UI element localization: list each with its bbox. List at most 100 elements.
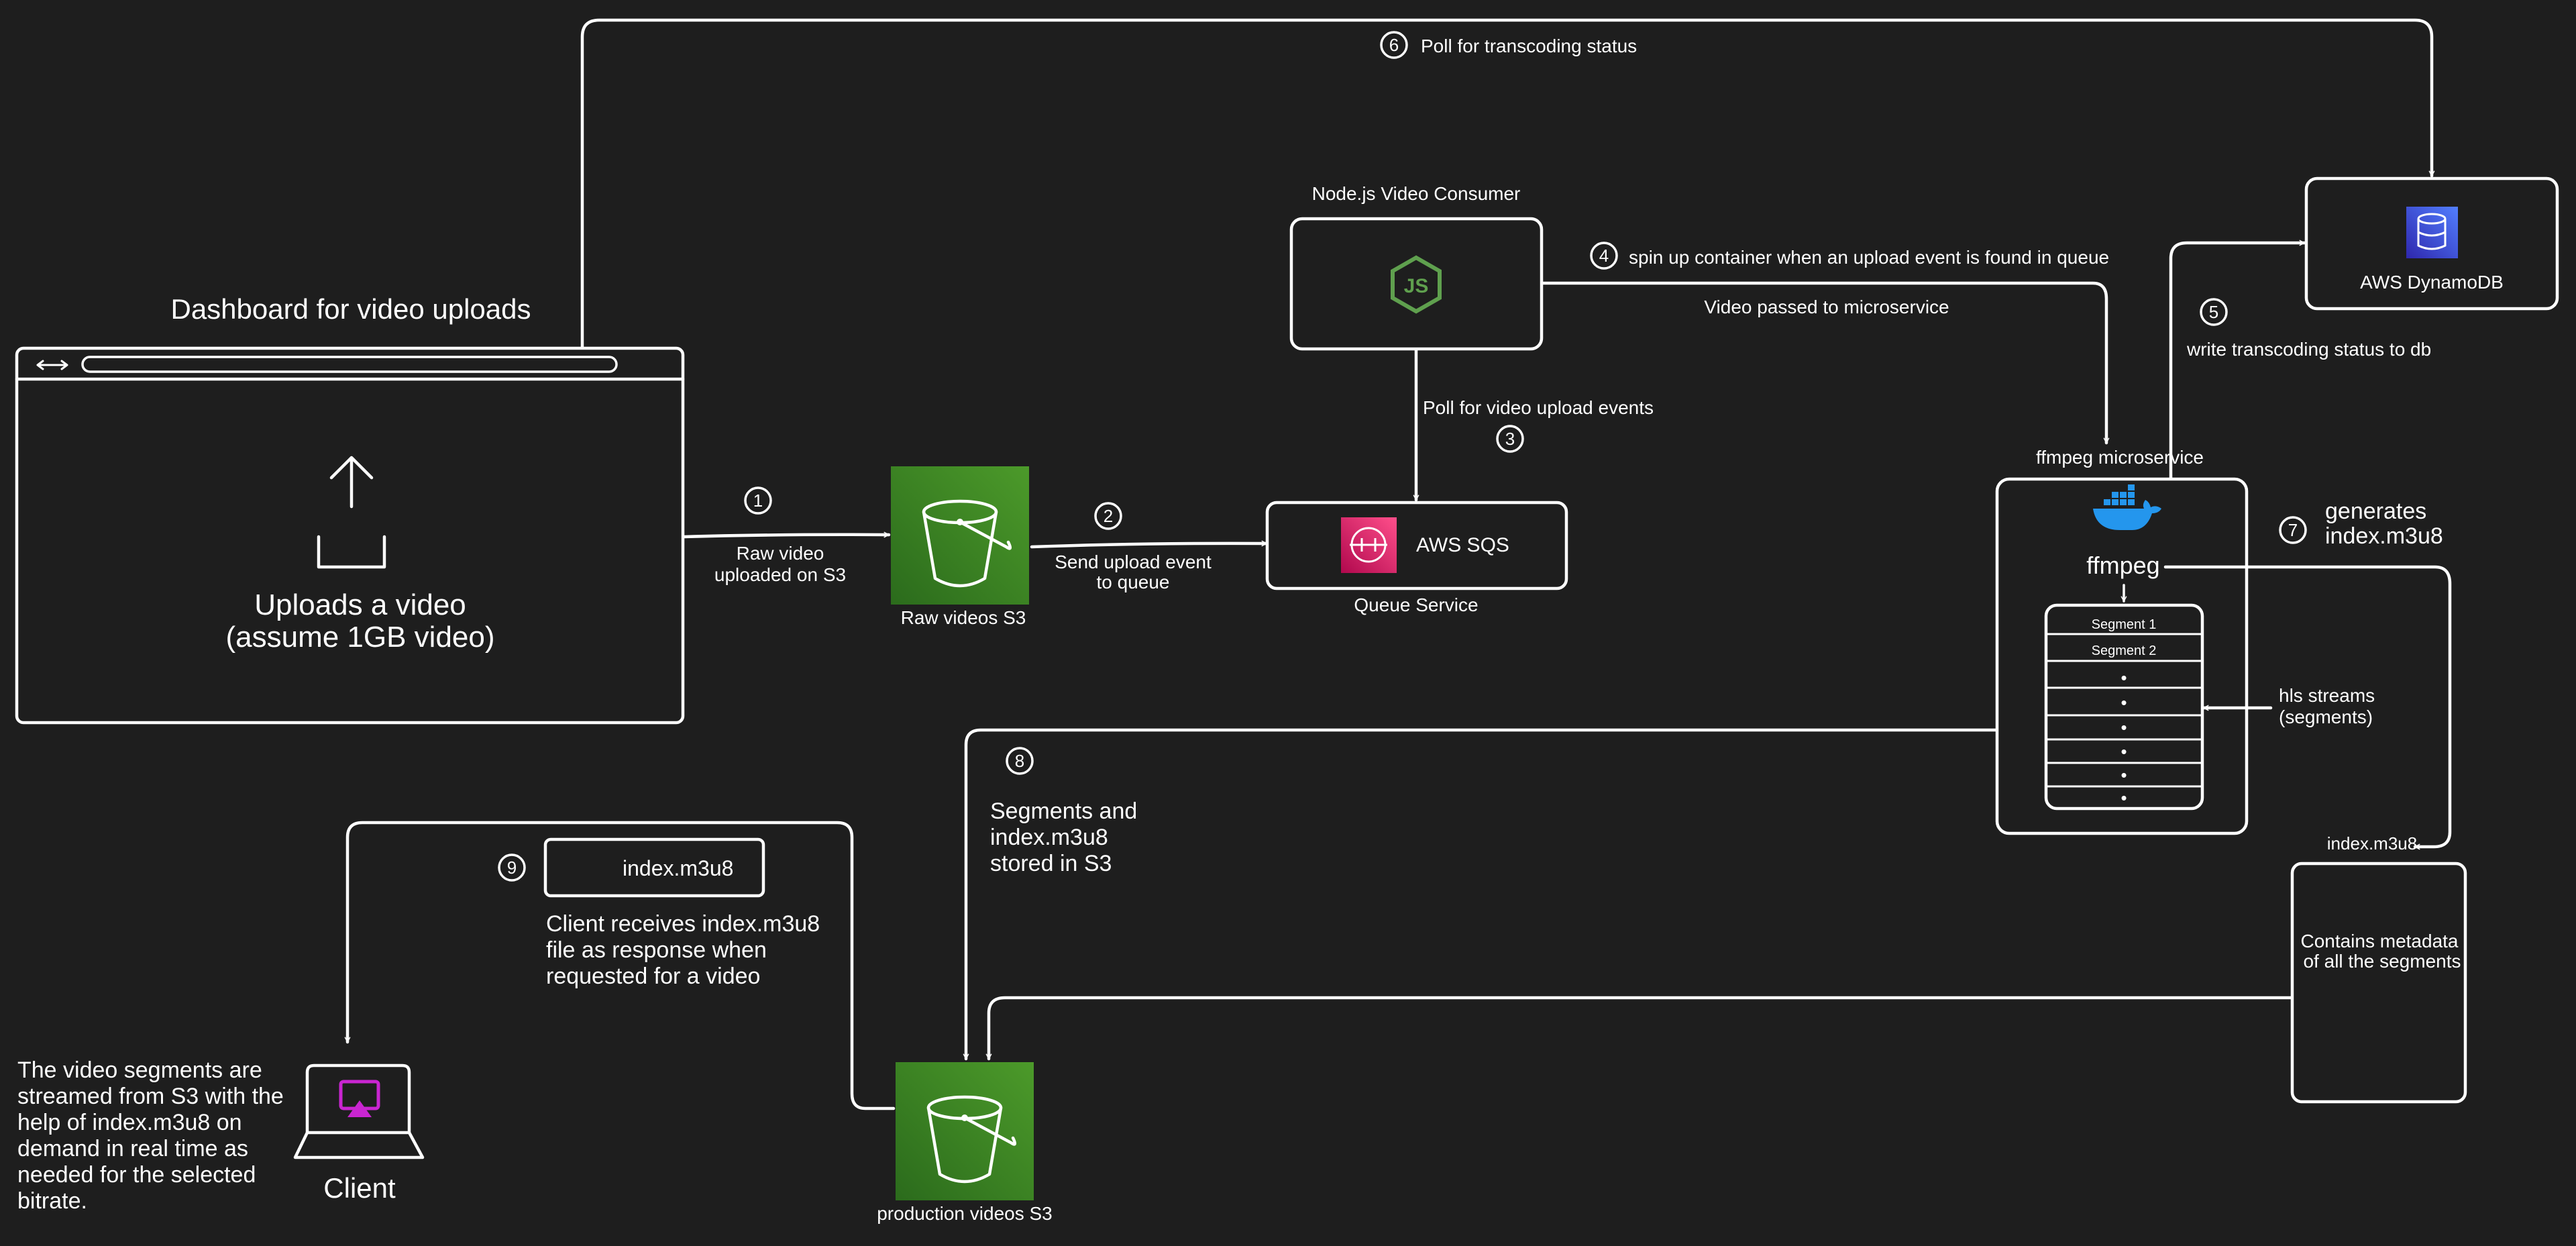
index-file-label: index.m3u8 bbox=[2327, 833, 2417, 853]
step-4-sublabel: Video passed to microservice bbox=[1704, 297, 1949, 317]
browser-window bbox=[15, 346, 685, 725]
bucket-shape bbox=[926, 1106, 1003, 1184]
step-7-label-line1: generates bbox=[2325, 499, 2426, 524]
nodejs-icon-js: JS bbox=[1404, 275, 1429, 297]
bucket-handle bbox=[963, 1116, 1017, 1146]
step-2-marker bbox=[1094, 502, 1122, 530]
step-7-number: 7 bbox=[2288, 520, 2298, 540]
step-5-number: 5 bbox=[2209, 302, 2218, 322]
step-3-marker bbox=[1496, 425, 1524, 453]
step-2-number: 2 bbox=[1104, 506, 1113, 526]
arrow-generates-index bbox=[2163, 565, 2452, 850]
docker-icon bbox=[2093, 484, 2161, 530]
dynamodb-icon-body bbox=[2417, 219, 2447, 250]
client: Client bbox=[293, 1063, 425, 1204]
step-1-label-line1: Raw video bbox=[737, 543, 824, 564]
step-5-marker bbox=[2200, 298, 2228, 326]
step-4-label: spin up container when an upload event i… bbox=[1629, 247, 2109, 268]
arrow-segments-to-s3 bbox=[963, 728, 1998, 1061]
index-file-desc-line2: of all the segments bbox=[2303, 951, 2461, 972]
client-note-line: streamed from S3 with the bbox=[17, 1084, 284, 1109]
arrow-poll-transcoding-status bbox=[580, 18, 2435, 349]
step-9-number: 9 bbox=[507, 858, 517, 878]
production-videos-s3: production videos S3 bbox=[877, 1062, 1053, 1224]
step-1-number: 1 bbox=[753, 490, 763, 511]
arrow-index-to-client bbox=[344, 821, 896, 1110]
aws-sqs: AWS SQS Queue Service bbox=[1265, 501, 1568, 615]
sqs-box bbox=[1265, 501, 1568, 590]
segment-list bbox=[2044, 603, 2204, 811]
arrow-spin-up-container bbox=[1541, 281, 2110, 445]
step-1-label-line2: uploaded on S3 bbox=[714, 564, 846, 585]
bucket-shape bbox=[922, 510, 998, 588]
upload-icon bbox=[317, 456, 386, 569]
step-9-marker bbox=[498, 853, 526, 882]
raw-s3-label: Raw videos S3 bbox=[901, 607, 1026, 628]
dynamodb-name: AWS DynamoDB bbox=[2360, 272, 2504, 293]
step-8-label-line1: Segments and bbox=[990, 798, 1137, 824]
connectors bbox=[344, 18, 2452, 1110]
client-note-line: demand in real time as bbox=[17, 1136, 248, 1161]
index-m3u8-box bbox=[543, 837, 765, 898]
aws-dynamodb: AWS DynamoDB bbox=[2304, 176, 2559, 311]
segment-item: Segment 1 bbox=[2092, 617, 2157, 632]
index-file-desc-line1: Contains metadata bbox=[2300, 931, 2458, 951]
arrow-write-status bbox=[2169, 240, 2306, 480]
browser-address-bar bbox=[81, 356, 618, 373]
hls-label-line1: hls streams bbox=[2279, 685, 2375, 706]
nodejs-icon bbox=[1391, 255, 1442, 314]
segment-dot: • bbox=[2121, 741, 2127, 762]
dynamodb-box bbox=[2304, 176, 2559, 311]
client-note-line: bitrate. bbox=[17, 1188, 87, 1214]
step-3-number: 3 bbox=[1505, 429, 1515, 449]
step-2-label-line1: Send upload event bbox=[1055, 552, 1212, 572]
step-7-label-line2: index.m3u8 bbox=[2325, 523, 2443, 549]
index-m3u8-box-label: index.m3u8 bbox=[623, 856, 733, 880]
dashboard-title: Dashboard for video uploads bbox=[170, 293, 531, 325]
s3-bucket-icon bbox=[891, 466, 1029, 605]
segment-dot: • bbox=[2121, 765, 2127, 785]
step-8-marker bbox=[1006, 747, 1034, 775]
ffmpeg-label: ffmpeg bbox=[2086, 552, 2159, 579]
arrow-raw-upload bbox=[682, 531, 891, 539]
segment-dot: • bbox=[2121, 668, 2127, 688]
step-6-label: Poll for transcoding status bbox=[1421, 36, 1637, 56]
client-note-line: help of index.m3u8 on bbox=[17, 1110, 242, 1135]
step-5-label: write transcoding status to db bbox=[2186, 339, 2431, 360]
step-4-marker bbox=[1590, 242, 1618, 270]
sqs-caption: Queue Service bbox=[1354, 594, 1478, 615]
step-9-label-line1: Client receives index.m3u8 bbox=[546, 911, 820, 937]
laptop-screen bbox=[305, 1063, 411, 1135]
step-8-label-line2: index.m3u8 bbox=[990, 825, 1108, 850]
hls-label-line2: (segments) bbox=[2279, 707, 2373, 727]
step-4-number: 4 bbox=[1599, 246, 1609, 266]
client-label: Client bbox=[323, 1172, 396, 1204]
upload-text-line1: Uploads a video bbox=[254, 588, 466, 621]
ffmpeg-microservice: ffmpeg microservice ffmpeg Segment 1 Seg… bbox=[1995, 447, 2249, 835]
s3-bucket-icon bbox=[896, 1062, 1034, 1200]
browser-back-forward-icon bbox=[36, 360, 68, 370]
segment-dot: • bbox=[2121, 717, 2127, 737]
step-6-number: 6 bbox=[1389, 35, 1399, 55]
microservice-title: ffmpeg microservice bbox=[2036, 447, 2204, 468]
consumer-title: Node.js Video Consumer bbox=[1312, 183, 1521, 204]
airplay-icon bbox=[339, 1080, 380, 1117]
bucket-handle bbox=[958, 520, 1012, 550]
arrow-index-to-s3 bbox=[985, 996, 2293, 1061]
sqs-name: AWS SQS bbox=[1416, 534, 1509, 556]
production-s3-label: production videos S3 bbox=[877, 1203, 1053, 1224]
step-2-label-line2: to queue bbox=[1097, 572, 1170, 592]
step-8-label-line3: stored in S3 bbox=[990, 851, 1112, 876]
client-note-line: needed for the selected bbox=[17, 1162, 256, 1188]
step-9-label-line3: requested for a video bbox=[546, 964, 760, 989]
upload-text-line2: (assume 1GB video) bbox=[225, 621, 494, 654]
nodejs-consumer: Node.js Video Consumer JS bbox=[1289, 183, 1544, 351]
client-note-line: The video segments are bbox=[17, 1057, 262, 1083]
bucket-dot bbox=[957, 519, 963, 525]
step-7-marker bbox=[2279, 516, 2307, 544]
consumer-box bbox=[1289, 217, 1544, 351]
step-1-marker bbox=[744, 486, 772, 515]
dashboard: Dashboard for video uploads Uploads a vi… bbox=[15, 293, 685, 725]
segment-dot: • bbox=[2121, 788, 2127, 808]
